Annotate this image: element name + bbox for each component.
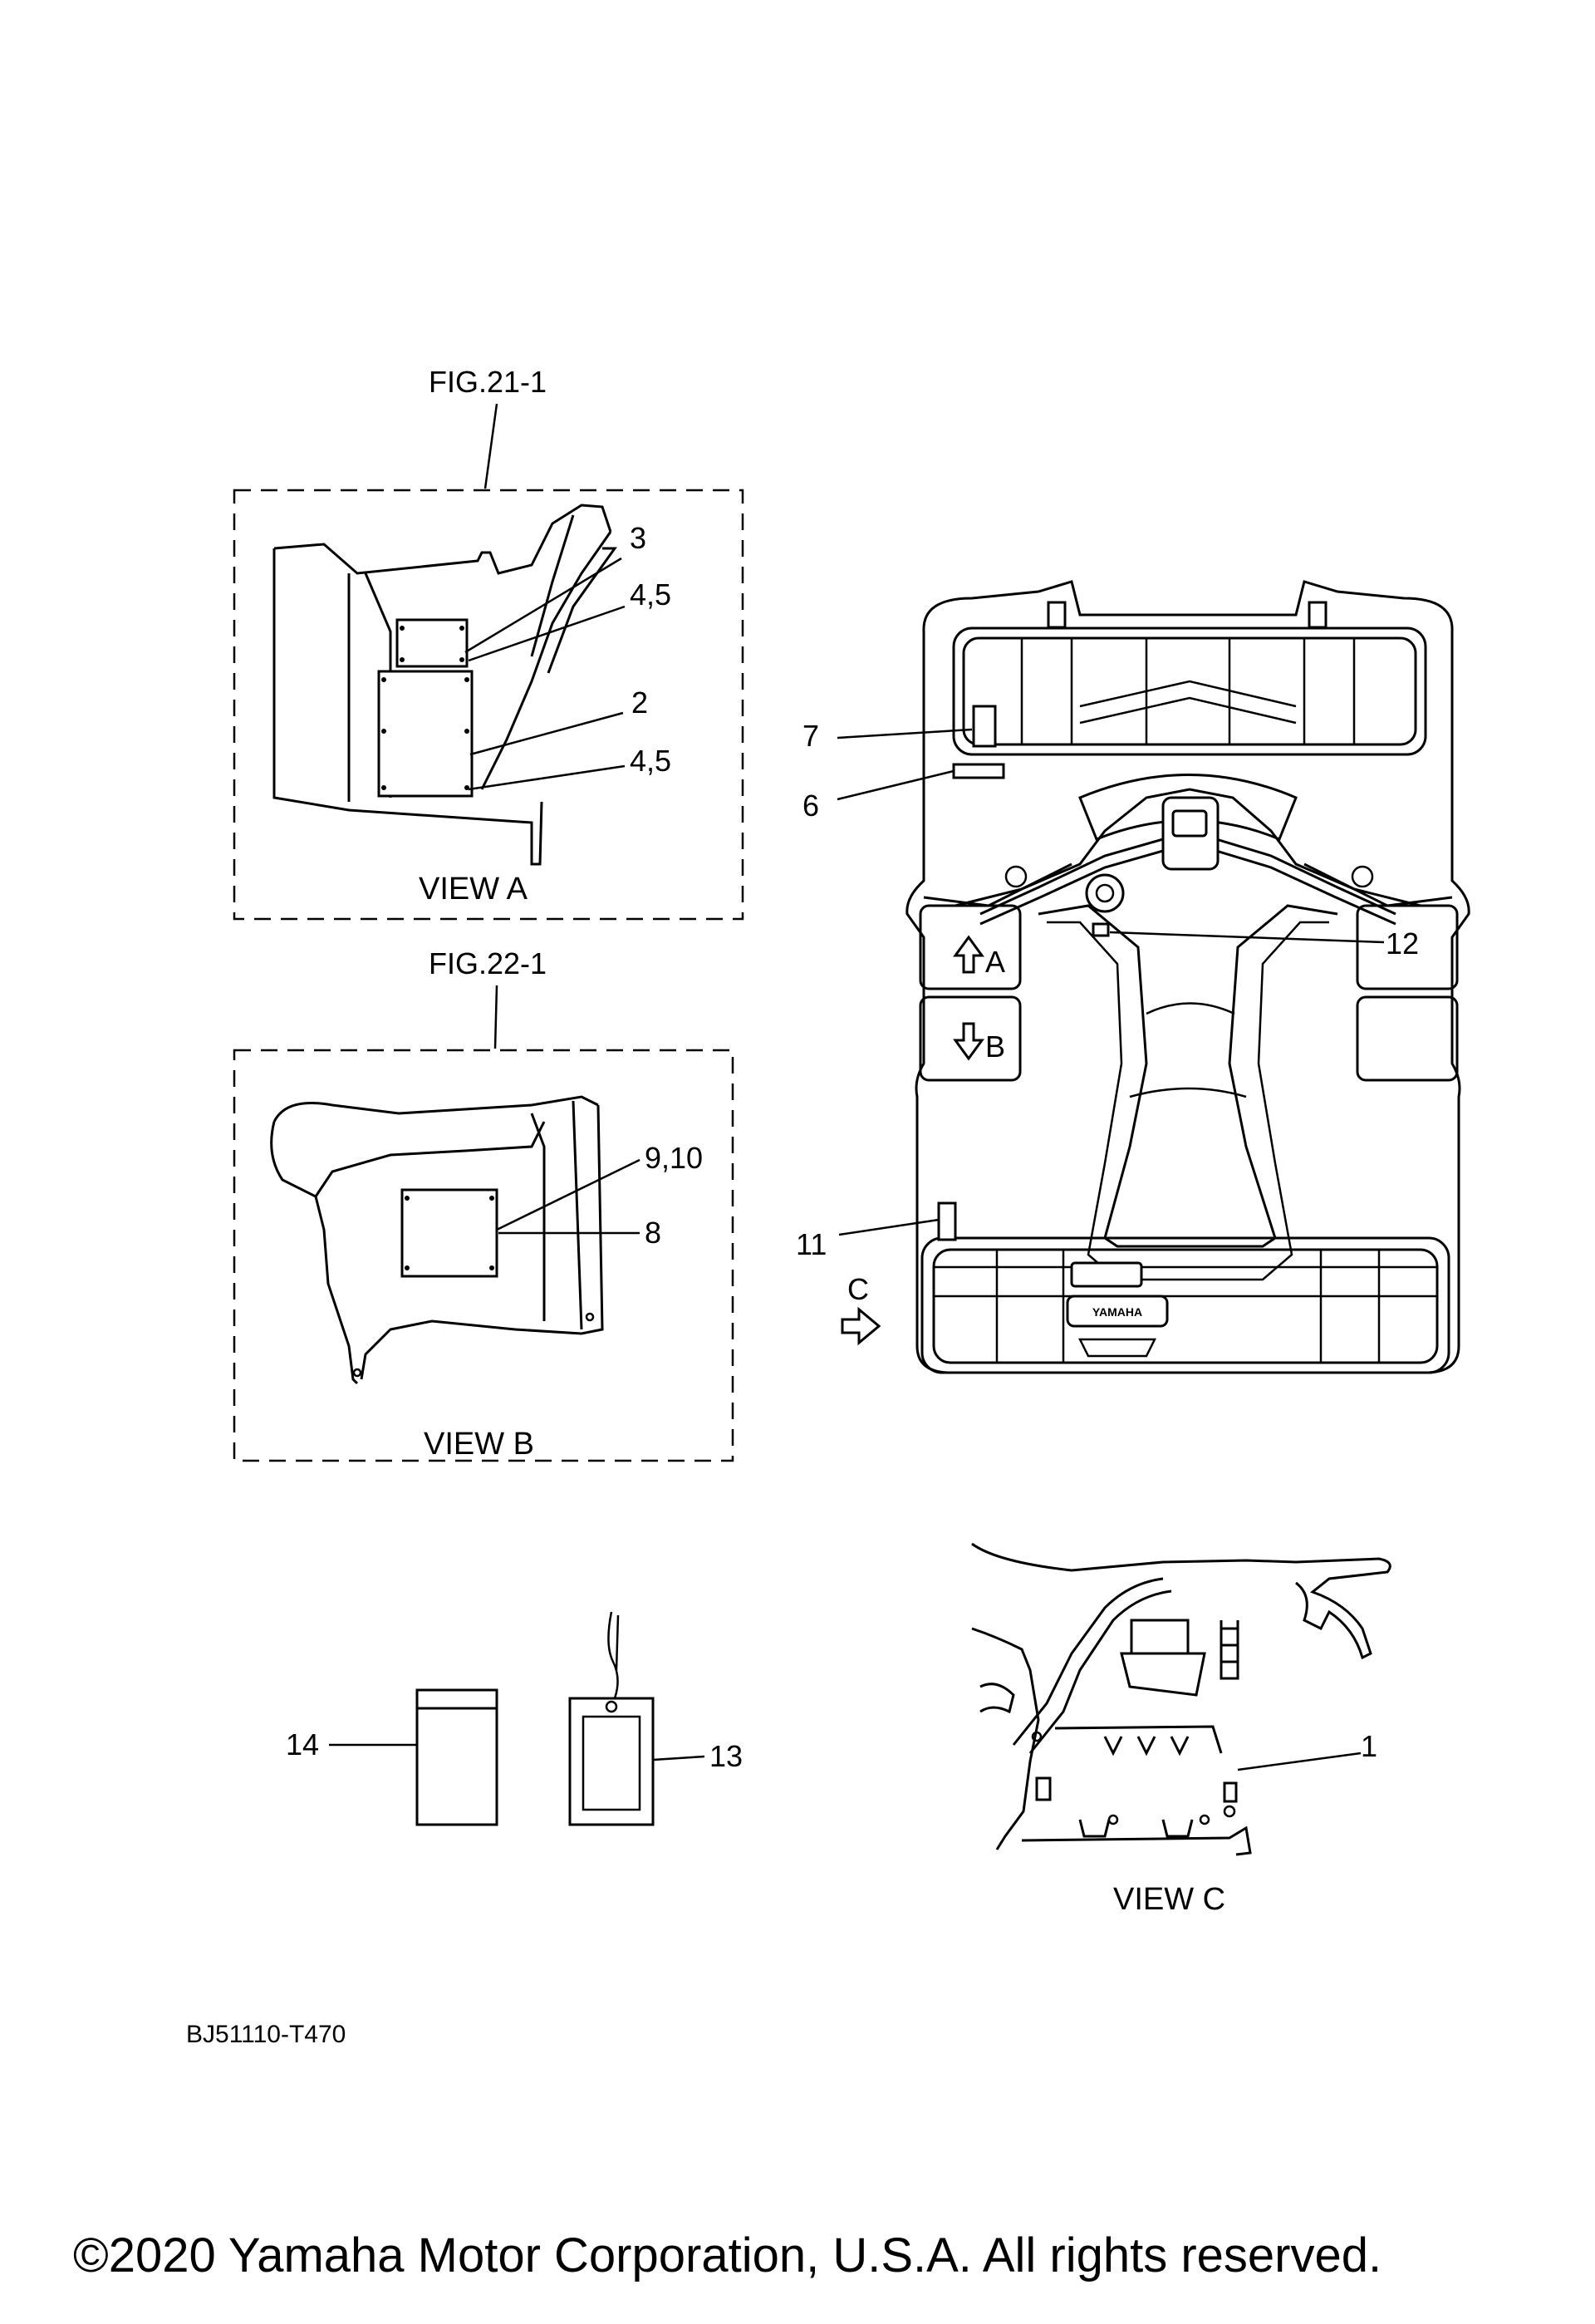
label-2-panel: [377, 670, 474, 798]
view-a-arrow-icon: [953, 935, 984, 974]
view-a-group: FIG.21-1 3 4,5 2 4,5 VIEW A: [233, 365, 744, 921]
callout-14: 14: [286, 1727, 319, 1761]
view-c-drawing: [971, 1542, 1391, 1856]
loose-items-group: 14 13: [286, 1611, 743, 1826]
view-a-caption: VIEW A: [419, 872, 528, 907]
yamaha-logo-badge: [1066, 1295, 1169, 1328]
callout-9-10: 9,10: [645, 1141, 703, 1175]
copyright-notice: ©2020 Yamaha Motor Corporation, U.S.A. A…: [73, 2228, 1382, 2282]
callout-2: 2: [631, 685, 648, 720]
view-b-arrow-label: B: [985, 1029, 1005, 1064]
front-fender-drawing: [270, 1095, 604, 1385]
view-c-group: 1 VIEW C: [971, 1542, 1391, 1917]
fig-21-leader: [483, 403, 498, 489]
callout-7: 7: [802, 719, 819, 753]
callout-1: 1: [1361, 1729, 1377, 1763]
callout-4-5-top: 4,5: [630, 577, 671, 612]
callout-6: 6: [802, 789, 819, 823]
view-c-arrow-icon: [841, 1306, 881, 1346]
view-b-caption: VIEW B: [424, 1427, 534, 1462]
label-8-panel: [400, 1188, 498, 1278]
label-6: [952, 763, 1005, 779]
callout-8: 8: [645, 1216, 661, 1250]
view-b-frame: [233, 1049, 734, 1462]
fig-22-label: FIG.22-1: [429, 946, 547, 980]
fig-21-label: FIG.21-1: [429, 365, 547, 399]
fig-22-leader: [493, 985, 498, 1049]
label-7: [972, 705, 997, 748]
label-3-panel: [395, 618, 469, 668]
view-c-arrow-label: C: [847, 1272, 869, 1306]
view-b-arrow-icon: [953, 1022, 984, 1061]
label-11: [937, 1201, 957, 1241]
atv-top-view-group: A B YAMAHA 7 6 12: [796, 580, 1470, 1374]
item-14-booklet: [415, 1688, 498, 1826]
callout-12: 12: [1386, 926, 1419, 961]
callout-3: 3: [630, 521, 646, 555]
yamaha-logo-text: YAMAHA: [1092, 1305, 1142, 1319]
atv-top-view-drawing: A B YAMAHA: [905, 580, 1470, 1374]
view-a-arrow-label: A: [985, 945, 1005, 979]
callout-11: 11: [796, 1227, 827, 1261]
label-12: [1092, 922, 1110, 937]
rear-fender-drawing: [272, 504, 617, 866]
view-c-caption: VIEW C: [1113, 1882, 1225, 1917]
diagram-code: BJ51110-T470: [186, 2021, 346, 2048]
callout-13: 13: [709, 1739, 743, 1773]
view-b-group: FIG.22-1 9,10 8 VIEW B: [233, 946, 734, 1462]
callout-4-5-bottom: 4,5: [630, 744, 671, 778]
view-a-frame: [233, 489, 744, 921]
